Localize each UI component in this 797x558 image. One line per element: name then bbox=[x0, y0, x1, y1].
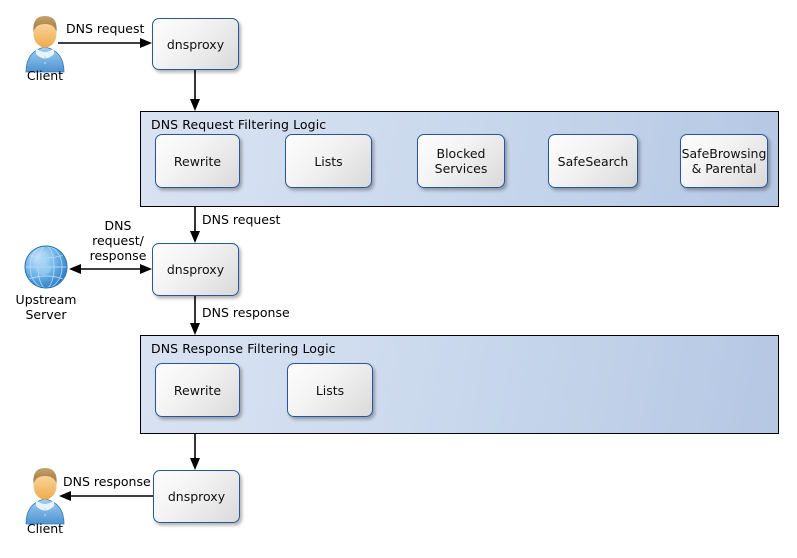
edge-label-proxy-to-client: DNS response bbox=[63, 474, 151, 489]
dns-response-filtering-group: DNS Response Filtering Logic bbox=[140, 335, 779, 434]
stage-label: Rewrite bbox=[173, 382, 222, 398]
dnsproxy-node-middle[interactable]: dnsproxy bbox=[152, 243, 239, 296]
stage-safebrowsing-parental[interactable]: SafeBrowsing & Parental bbox=[680, 134, 768, 188]
client-top-label: Client bbox=[26, 68, 64, 83]
dnsproxy-middle-label: dnsproxy bbox=[166, 262, 225, 277]
response-group-title: DNS Response Filtering Logic bbox=[151, 341, 336, 356]
dnsproxy-node-bottom[interactable]: dnsproxy bbox=[153, 470, 240, 523]
user-avatar-icon-top bbox=[25, 16, 65, 73]
dnsproxy-top-label: dnsproxy bbox=[166, 36, 225, 52]
dnsproxy-bottom-label: dnsproxy bbox=[167, 489, 226, 504]
stage-label: SafeBrowsing & Parental bbox=[681, 146, 767, 176]
stage-blocked-services[interactable]: Blocked Services bbox=[417, 134, 505, 188]
stage-label: SafeSearch bbox=[557, 153, 629, 169]
arrow-upstream-exchange bbox=[69, 264, 152, 274]
arrow-dnsproxy-to-client bbox=[59, 491, 153, 501]
request-group-title: DNS Request Filtering Logic bbox=[151, 117, 327, 132]
arrow-dnsproxy-to-response-filter bbox=[190, 296, 200, 335]
upstream-server-label: Upstream Server bbox=[15, 292, 77, 322]
stage-lists-response[interactable]: Lists bbox=[287, 363, 373, 417]
user-avatar-icon-bottom bbox=[25, 468, 65, 525]
globe-icon bbox=[24, 245, 68, 289]
arrow-request-filter-to-dnsproxy bbox=[190, 206, 200, 243]
arrow-response-filter-to-dnsproxy bbox=[190, 434, 200, 470]
stage-label: Rewrite bbox=[173, 153, 222, 169]
stage-label: Lists bbox=[314, 153, 343, 169]
dnsproxy-node-top[interactable]: dnsproxy bbox=[152, 18, 239, 70]
stage-safesearch[interactable]: SafeSearch bbox=[548, 134, 638, 188]
arrow-client-to-dnsproxy bbox=[58, 38, 152, 48]
edge-label-proxy-to-response-filter: DNS response bbox=[202, 305, 290, 320]
stage-rewrite-response[interactable]: Rewrite bbox=[155, 363, 240, 417]
stage-label: Blocked Services bbox=[434, 146, 488, 176]
stage-rewrite-request[interactable]: Rewrite bbox=[155, 134, 240, 188]
arrow-dnsproxy-to-request-filter bbox=[190, 69, 200, 111]
client-bottom-label: Client bbox=[26, 521, 64, 536]
edge-label-request-filter-to-proxy: DNS request bbox=[202, 212, 281, 227]
edge-label-client-to-proxy: DNS request bbox=[66, 21, 145, 36]
stage-lists-request[interactable]: Lists bbox=[285, 134, 372, 188]
edge-label-upstream-exchange: DNS request/ response bbox=[89, 218, 147, 263]
stage-label: Lists bbox=[315, 382, 345, 398]
